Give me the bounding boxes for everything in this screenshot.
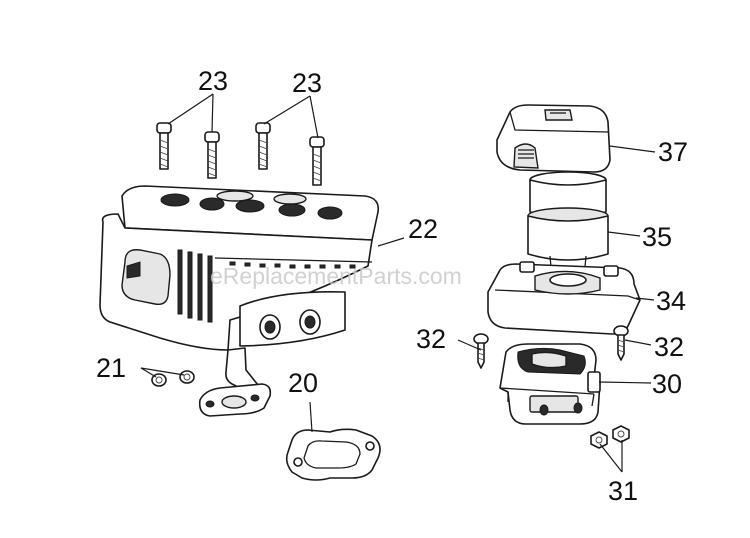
callout-32-left: 32 <box>416 324 446 354</box>
screw-32-right <box>613 325 629 361</box>
perforation-row <box>229 261 356 269</box>
muffler-guard-22 <box>99 185 380 417</box>
callout-23-left: 23 <box>198 66 228 96</box>
callout-37: 37 <box>658 137 688 167</box>
leader-lines <box>140 93 656 473</box>
callout-22: 22 <box>408 214 438 244</box>
bolt-group-23 <box>156 122 325 186</box>
air-cleaner-base-34 <box>487 261 641 335</box>
callout-30: 30 <box>652 369 682 399</box>
paper-filter-35 <box>527 207 609 279</box>
callout-32-right: 32 <box>654 332 684 362</box>
callout-31: 31 <box>608 476 638 506</box>
nut-group-31 <box>590 425 630 449</box>
callout-34: 34 <box>656 286 686 316</box>
callout-21: 21 <box>96 353 126 383</box>
callout-labels: 23 23 22 21 20 37 35 34 32 32 30 31 <box>96 66 688 506</box>
gasket-20 <box>285 428 381 481</box>
bolt-23-4 <box>309 136 325 186</box>
screw-32-left <box>473 333 489 369</box>
watermark-text: eReplacementParts.com <box>210 263 462 289</box>
callout-20: 20 <box>288 368 318 398</box>
bolt-23-3 <box>255 122 271 170</box>
bolt-23-1 <box>156 122 172 170</box>
air-cleaner-elbow-30 <box>499 343 601 425</box>
callout-23-right: 23 <box>292 68 322 98</box>
air-cleaner-cover-37 <box>496 104 611 173</box>
bolt-23-2 <box>204 131 220 179</box>
callout-35: 35 <box>642 222 672 252</box>
